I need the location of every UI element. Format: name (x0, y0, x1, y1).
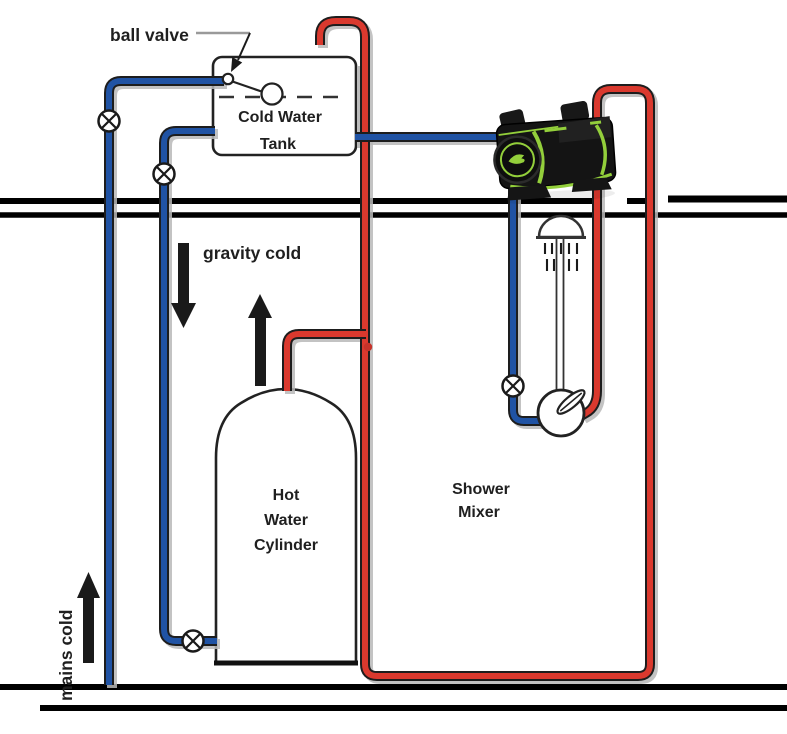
tank-outline (211, 55, 358, 157)
pump-foot-right (571, 177, 612, 192)
pump-logo-text (544, 126, 567, 133)
hot-water-cylinder: Hot Water Cylinder (214, 387, 358, 666)
mains-cold-label: mains cold (56, 610, 76, 701)
leader-arrow-shaft (237, 32, 251, 61)
hot-water-pipes (282, 16, 655, 681)
cylinder-label-line1: Hot (273, 487, 300, 504)
labels: ball valve gravity cold mains cold Showe… (56, 25, 510, 701)
valve-cylinder-feed-icon (181, 629, 205, 653)
gate-valves (97, 109, 525, 653)
shower-assembly (536, 214, 586, 438)
pump-shadow (503, 189, 616, 205)
shower-mixer-label-line1: Shower (452, 481, 510, 498)
floor-lines (0, 195, 787, 711)
ball-valve-leader (196, 31, 251, 72)
cylinder-draw-off-pipe (282, 329, 366, 391)
mixer-lever (556, 389, 586, 415)
valve-gravity-icon (152, 162, 176, 186)
shower-spray-drops (543, 243, 579, 271)
tank-label-line2: Tank (260, 136, 296, 153)
hot-flow-arrow-icon (248, 294, 272, 386)
flow-arrows (77, 243, 272, 663)
twin-shower-pump-icon (493, 100, 617, 205)
gravity-cold-arrow-icon (171, 243, 196, 328)
cold-water-tank: Cold Water Tank (211, 55, 360, 157)
pump-inlet-port-right (560, 100, 590, 124)
pipe-tee-joint (363, 342, 373, 352)
shower-head-icon (537, 214, 585, 239)
pump-end-cap-ring (499, 142, 535, 178)
pump-accent-arc-right (594, 124, 607, 176)
float-arm (230, 79, 264, 94)
mains-cold-arrow-icon (77, 572, 100, 663)
pump-accent-arc-left (531, 130, 545, 184)
pump-foot-left (507, 184, 552, 201)
cylinder-label-line3: Cylinder (254, 537, 318, 554)
pump-logo-mark (589, 120, 602, 125)
pump-brand-logo (508, 154, 525, 164)
tank-label-line1: Cold Water (238, 109, 322, 126)
cold-water-pipes (104, 76, 541, 685)
leader-arrowhead-icon (231, 57, 243, 72)
gravity-cold-label: gravity cold (203, 243, 301, 263)
float-ball-valve-icon (221, 72, 235, 86)
pump-trim-top (498, 125, 559, 136)
cylinder-label-line2: Water (264, 512, 308, 529)
ball-valve-label: ball valve (110, 25, 189, 45)
float-icon (260, 82, 284, 106)
valve-shower-cold-icon (501, 374, 525, 398)
valve-mains-icon (97, 109, 121, 133)
ball-valve-assembly (221, 72, 284, 106)
shower-mixer-label-line2: Mixer (458, 504, 500, 521)
